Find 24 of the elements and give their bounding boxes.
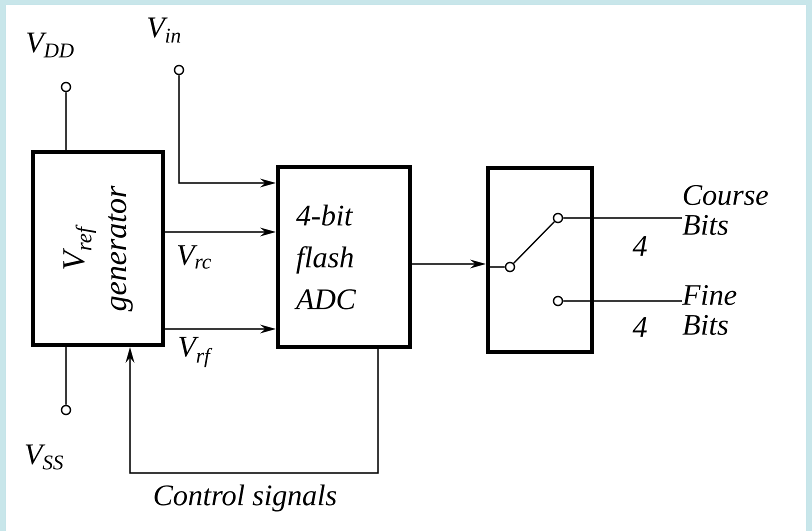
output-label: Course Bits [682, 185, 768, 235]
terminal-label: V$_{in}$ [148, 18, 180, 42]
adc-box: 4-bit flash ADC [276, 165, 412, 349]
terminal-circle [174, 64, 184, 76]
connector [563, 300, 682, 302]
connector [513, 221, 555, 264]
switch-box [486, 166, 594, 354]
switch-contact [552, 296, 564, 306]
terminal-circle [60, 82, 72, 92]
generator-box: V$_{ref}$ generator [31, 150, 165, 347]
connector [65, 347, 67, 405]
terminal-label: V$_{DD}$ [27, 32, 74, 58]
edge-label: Control signals [152, 483, 338, 513]
edge-label: 4 [632, 235, 648, 257]
edge-label: V$_{rf}$ [176, 336, 212, 368]
output-label: Fine Bits [682, 285, 736, 335]
edge-label: 4 [632, 316, 648, 338]
switch-contact [504, 262, 516, 272]
edge-label: V$_{rc}$ [175, 244, 213, 270]
connector [65, 92, 67, 150]
connector [563, 217, 682, 219]
switch-contact [552, 212, 564, 224]
terminal-label: V$_{SS}$ [26, 444, 64, 470]
terminal-circle [60, 404, 72, 416]
